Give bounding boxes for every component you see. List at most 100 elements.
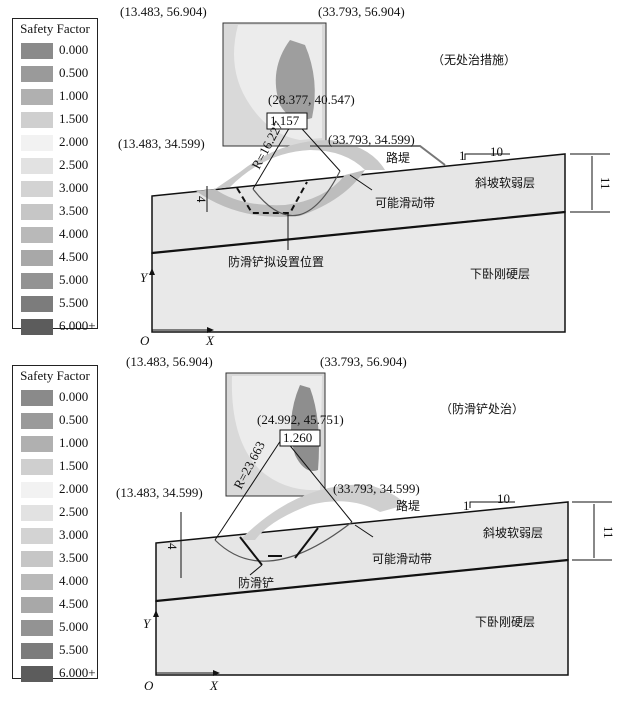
legend-row: 4.000 [13,225,97,245]
depth-label: 4 [194,196,209,203]
pile-2 [294,527,319,559]
legend-swatch [21,66,53,82]
thickness-label: 11 [598,177,613,190]
legend-level: 1.500 [59,111,89,126]
slope-ratio-1: 1 [459,148,466,163]
legend-swatch [21,158,53,174]
slope-ratio-10: 10 [490,144,503,159]
embankment [215,140,385,189]
legend-level: 6.000+ [59,318,96,333]
weak-layer-label: 斜坡软弱层 [475,176,535,190]
legend-level: 2.500 [59,157,89,172]
legend-swatch [21,112,53,128]
legend-swatch [21,459,53,475]
legend-row: 5.000 [13,271,97,291]
legend-level: 0.000 [59,42,89,57]
legend-level: 5.500 [59,295,89,310]
caption: （防滑铲处治） [440,401,524,416]
legend-level: 4.000 [59,226,89,241]
legend-level: 4.000 [59,573,89,588]
legend-row: 5.500 [13,294,97,314]
legend-title: Safety Factor [20,21,90,36]
axis-x: X [209,678,219,693]
slope-ratio-10: 10 [497,491,510,506]
legend-row: 2.500 [13,156,97,176]
legend-swatch [21,643,53,659]
legend-row: 4.000 [13,572,97,592]
factor-value: 1.157 [270,113,300,128]
embankment [240,484,405,540]
legend-swatch [21,204,53,220]
legend-swatch [21,597,53,613]
legend-row: 4.500 [13,595,97,615]
legend-row: 0.000 [13,388,97,408]
legend-row: 6.000+ [13,664,97,684]
legend-swatch [21,528,53,544]
legend-swatch [21,482,53,498]
thickness-label: 11 [601,526,616,539]
legend-swatch [21,43,53,59]
legend-level: 3.500 [59,550,89,565]
legend-swatch [21,181,53,197]
axis-y: Y [143,616,152,631]
legend-row: 2.000 [13,133,97,153]
legend-level: 1.000 [59,435,89,450]
legend-swatch [21,413,53,429]
legend-level: 0.000 [59,389,89,404]
legend-level: 3.000 [59,180,89,195]
legend-row: 0.500 [13,411,97,431]
legend-level: 1.000 [59,88,89,103]
legend-level: 5.000 [59,272,89,287]
legend-level: 0.500 [59,65,89,80]
coord-top-left: (13.483, 56.904) [126,354,213,369]
legend-level: 2.000 [59,134,89,149]
legend-level: 0.500 [59,412,89,427]
legend-swatch [21,227,53,243]
pile-position [236,181,308,214]
legend-row: 6.000+ [13,317,97,337]
slide-zone-label: 可能滑动带 [375,196,435,210]
legend-swatch [21,250,53,266]
legend-swatch [21,574,53,590]
factor-box [266,112,308,130]
legend-swatch [21,666,53,682]
legend-row: 3.000 [13,526,97,546]
legend-level: 2.000 [59,481,89,496]
legend-swatch [21,135,53,151]
coord-top-right: (33.793, 56.904) [318,4,405,19]
pile-label: 防滑铲拟设置位置 [228,254,324,269]
legend-swatch [21,620,53,636]
legend-title: Safety Factor [20,368,90,383]
legend-level: 4.500 [59,596,89,611]
hard-layer-label: 下卧刚硬层 [470,267,530,281]
legend-row: 1.500 [13,110,97,130]
axis-y: Y [140,270,149,285]
pile-1 [239,536,263,566]
legend-row: 1.500 [13,457,97,477]
legend-row: 1.000 [13,434,97,454]
legend-swatch [21,436,53,452]
slip-zone [196,170,365,217]
legend-row: 2.500 [13,503,97,523]
origin: O [144,678,154,693]
coord-mid-left: (13.483, 34.599) [118,136,205,151]
safety-factor-legend-top: Safety Factor 0.000 0.500 1.000 1.500 2.000 2… [12,18,98,335]
coord-center: (24.992, 45.751) [257,412,344,427]
legend-row: 5.000 [13,618,97,638]
legend-level: 3.000 [59,527,89,542]
legend-level: 4.500 [59,249,89,264]
legend-level: 5.500 [59,642,89,657]
legend-swatch [21,89,53,105]
legend-level: 6.000+ [59,665,96,680]
legend-level: 5.000 [59,619,89,634]
slide-zone-label: 可能滑动带 [372,552,432,566]
legend-row: 3.000 [13,179,97,199]
legend-row: 0.500 [13,64,97,84]
legend-swatch [21,551,53,567]
caption: （无处治措施） [432,53,516,67]
legend-swatch [21,296,53,312]
factor-box [279,429,321,447]
coord-center: (28.377, 40.547) [268,92,355,107]
coord-mid-left: (13.483, 34.599) [116,485,203,500]
